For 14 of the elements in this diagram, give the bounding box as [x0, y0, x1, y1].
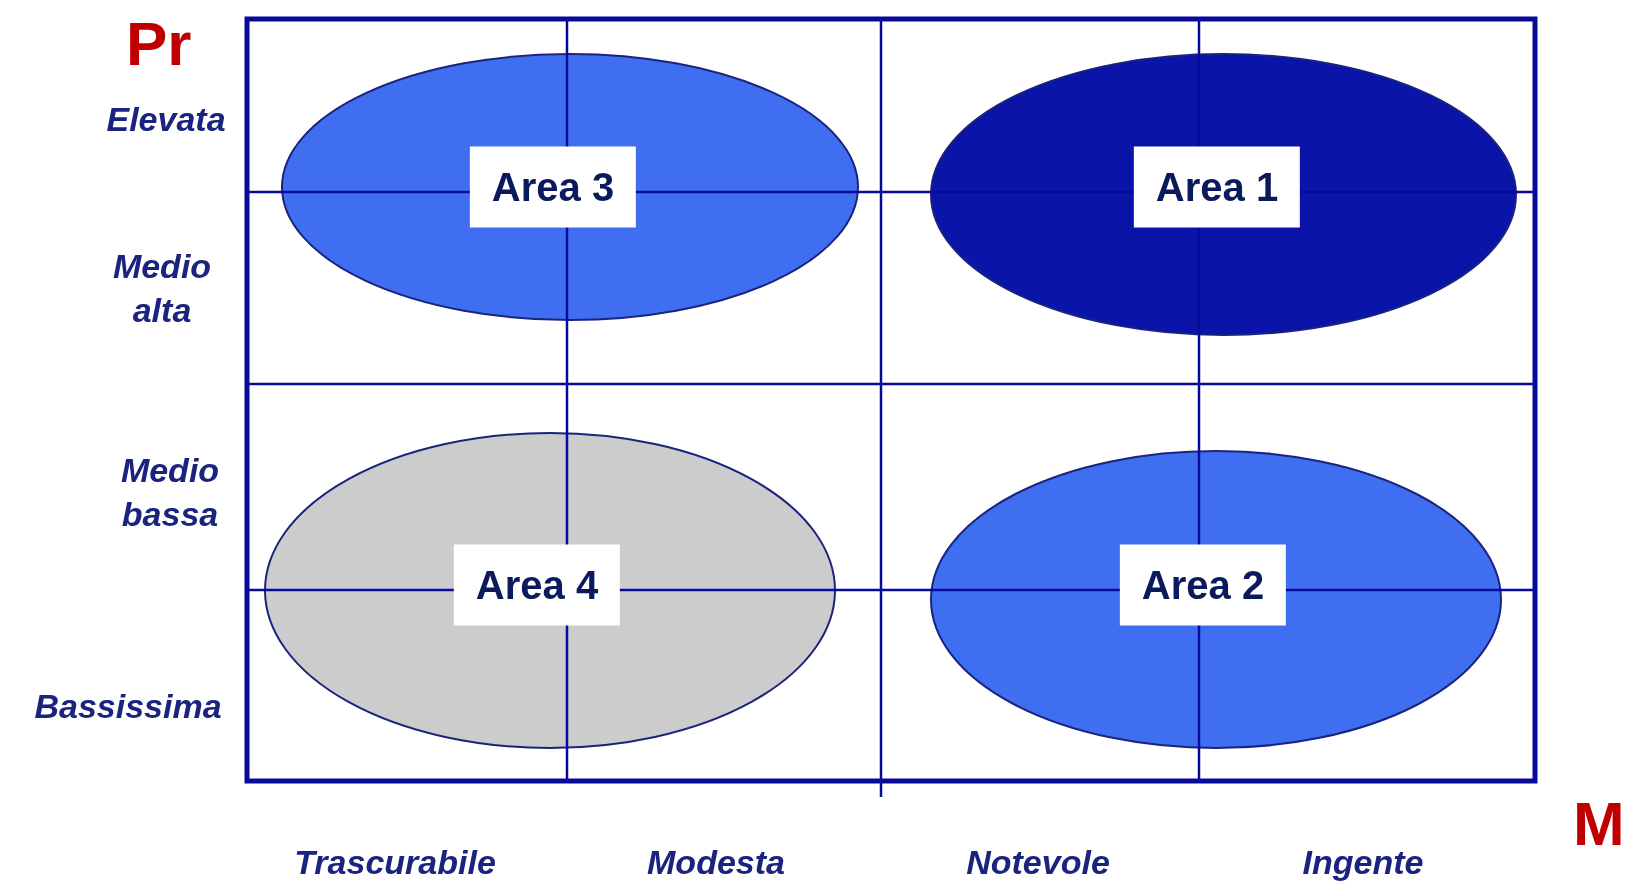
row-label: Bassissima: [34, 685, 222, 727]
column-label: Ingente: [1302, 841, 1424, 882]
area-label: Area 1: [1133, 146, 1301, 228]
column-label: Modesta: [647, 841, 785, 882]
row-label: Elevata: [106, 98, 226, 140]
axis-title: M: [1573, 788, 1625, 859]
column-label: Trascurabile: [294, 841, 496, 882]
column-label: Notevole: [966, 841, 1110, 882]
area-label: Area 3: [469, 146, 637, 228]
area-label: Area 2: [1119, 544, 1287, 626]
row-label: Medio bassa: [119, 449, 221, 535]
row-label: Medio alta: [111, 245, 213, 331]
axis-title: Pr: [126, 8, 192, 79]
area-label: Area 4: [453, 544, 621, 626]
